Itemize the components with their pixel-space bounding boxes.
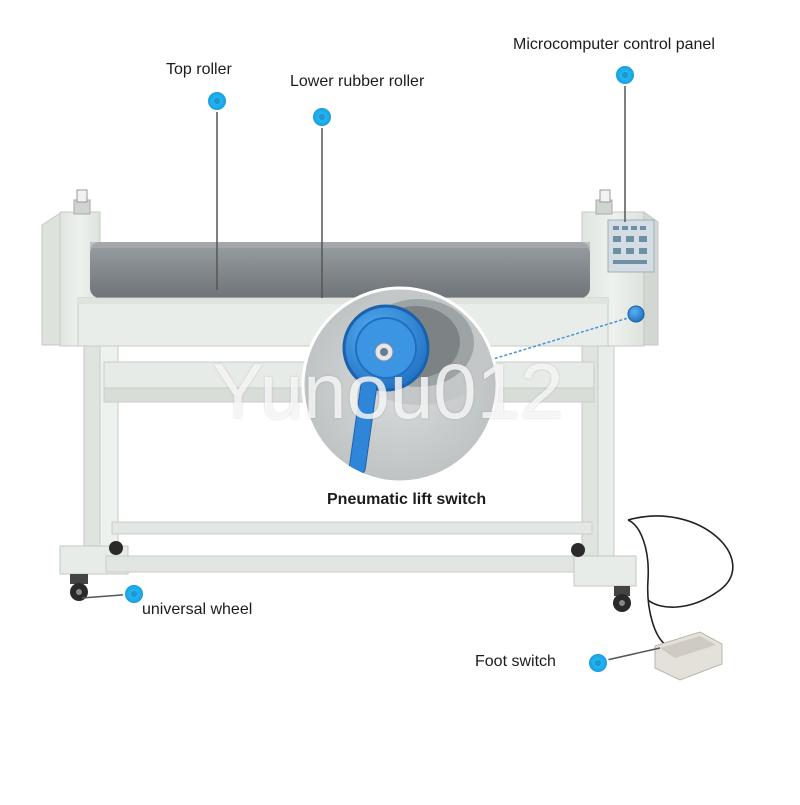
label-universal-wheel: universal wheel xyxy=(142,601,253,618)
label-lower-rubber-roller: Lower rubber roller xyxy=(290,73,425,90)
zoom-connector-line xyxy=(489,317,629,361)
callout-dot-icon xyxy=(123,583,145,605)
label-foot-switch: Foot switch xyxy=(475,653,556,670)
callout-dot-icon xyxy=(311,106,333,128)
universal-wheel-icon xyxy=(70,541,631,612)
callout-dots xyxy=(123,64,636,674)
label-top-roller: Top roller xyxy=(166,61,232,78)
watermark-text: Yunou012 xyxy=(212,347,564,435)
callout-dot-icon xyxy=(614,64,636,86)
label-pneumatic-lift-switch: Pneumatic lift switch xyxy=(327,491,487,508)
callout-dot-icon xyxy=(587,652,609,674)
label-control-panel: Microcomputer control panel xyxy=(513,36,715,53)
callout-dot-icon xyxy=(206,90,228,112)
foot-switch-icon xyxy=(654,631,723,681)
pneumatic-switch-zoom-inset xyxy=(301,286,499,484)
